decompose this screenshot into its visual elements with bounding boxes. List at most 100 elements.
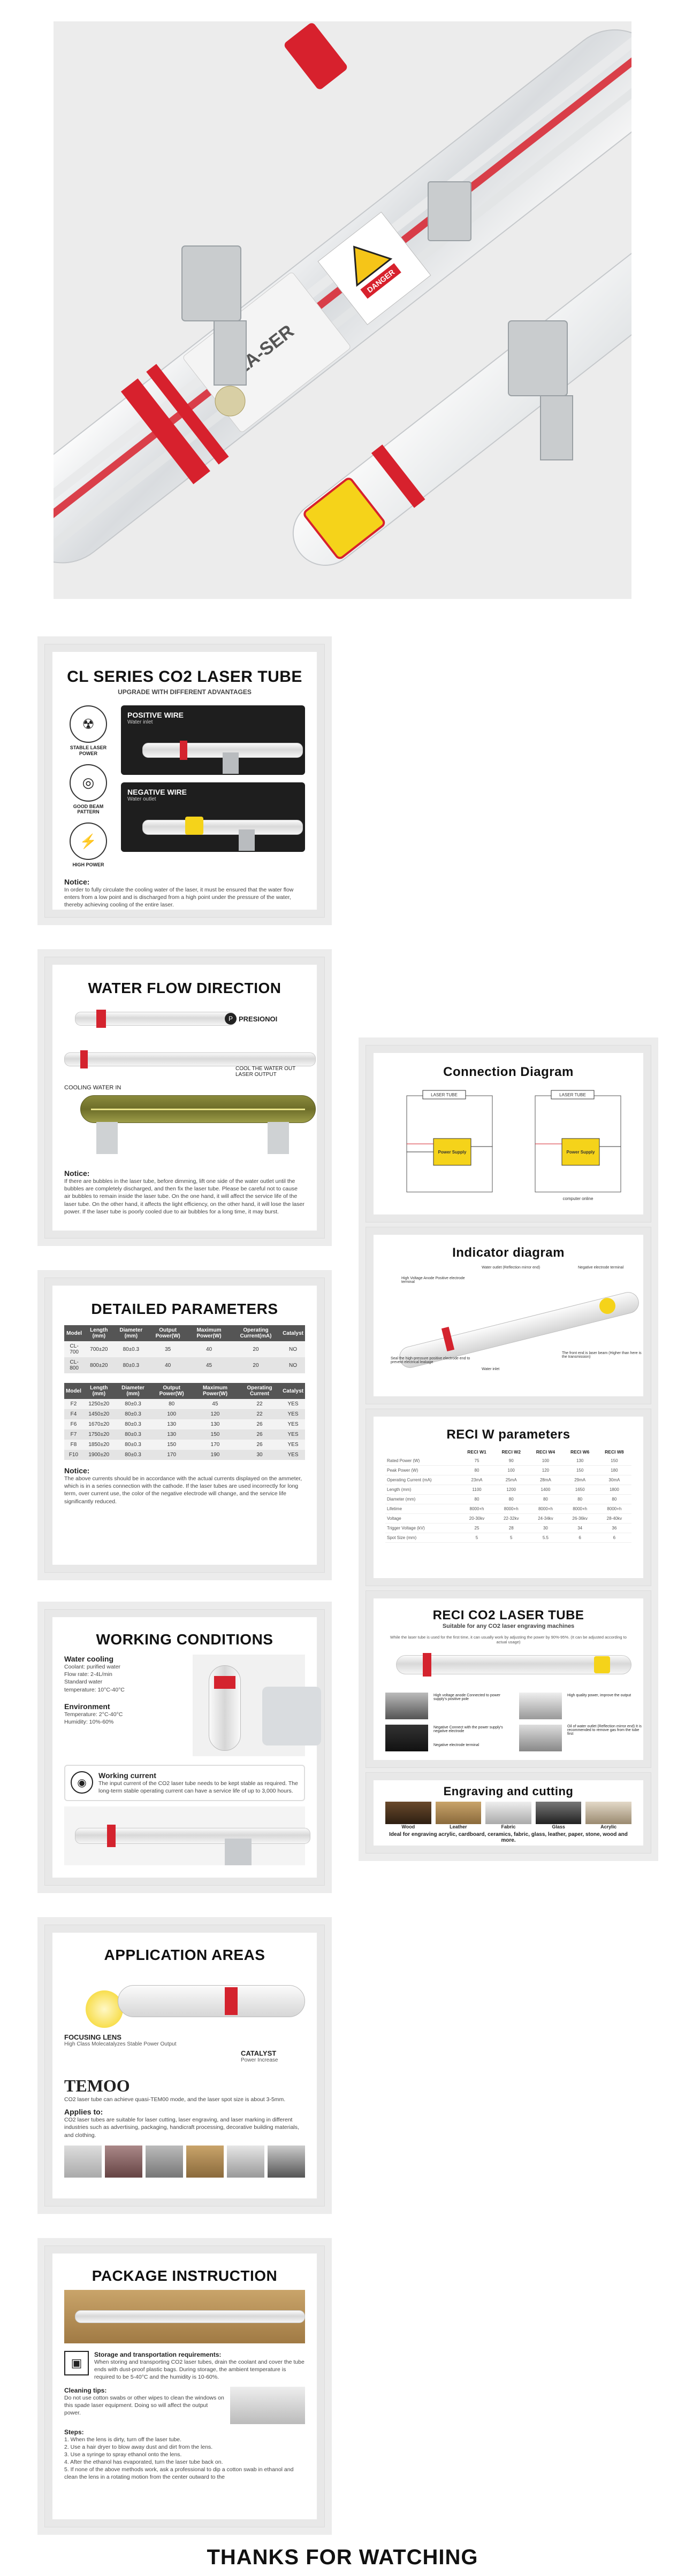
- cleaning-text: Do not use cotton swabs or other wipes t…: [64, 2394, 224, 2416]
- laser-tube-label: LASER TUBE: [431, 1093, 458, 1097]
- table-header: Length (mm): [82, 1383, 115, 1399]
- box-icon: ▣: [64, 2351, 89, 2375]
- table-cell: YES: [281, 1409, 305, 1419]
- step-line: 3. Use a syringe to spray ethanol onto t…: [64, 2451, 182, 2458]
- table-cell: 1100: [459, 1485, 494, 1495]
- table-cell: 25mA: [494, 1475, 529, 1485]
- table-cell: 1670±20: [82, 1419, 115, 1429]
- table-header: Maximum Power(W): [187, 1325, 231, 1341]
- power-supply-label: Power Supply: [567, 1150, 595, 1155]
- step-line: 4. After the ethanol has evaporated, tur…: [64, 2459, 223, 2466]
- table-cell: YES: [281, 1419, 305, 1429]
- reci-tube-label: Negative Connect with the power supply's…: [433, 1726, 503, 1733]
- table-cell: 8000+h: [494, 1504, 529, 1514]
- water-flow-title: WATER FLOW DIRECTION: [88, 980, 281, 996]
- table-cell: 23mA: [459, 1475, 494, 1485]
- current-icon: ◉: [71, 1771, 93, 1794]
- working-current-title: Working current: [98, 1771, 156, 1780]
- reci-detail-image: [385, 1693, 428, 1719]
- table-cell: 1650: [562, 1485, 597, 1495]
- table-cell: 80: [151, 1399, 193, 1409]
- steps-title: Steps:: [64, 2428, 84, 2436]
- reci-tube-label: Oil of water outlet (Reflection mirror e…: [567, 1725, 642, 1736]
- table-cell: 80: [597, 1494, 631, 1504]
- water-line: temperature: 10°C-40°C: [64, 1686, 125, 1693]
- table-cell: 25: [459, 1523, 494, 1533]
- table-cell: CL-800: [64, 1357, 85, 1373]
- table-header: RECI W6: [570, 1449, 590, 1455]
- table-cell: Operating Current (mA): [385, 1475, 460, 1485]
- table-cell: 6: [597, 1533, 631, 1543]
- table-cell: 26-36kv: [562, 1513, 597, 1524]
- table-header: Diameter (mm): [113, 1325, 149, 1341]
- table-cell: 80±0.3: [115, 1419, 151, 1429]
- table-cell: NO: [281, 1341, 305, 1357]
- table-header: Operating Current: [238, 1383, 281, 1399]
- reci-tube-card: RECI CO2 LASER TUBE Suitable for any CO2…: [366, 1591, 651, 1767]
- package-box-image: [64, 2290, 305, 2343]
- table-cell: F10: [64, 1450, 83, 1460]
- table-cell: 130: [151, 1429, 193, 1440]
- table-cell: 80±0.3: [115, 1429, 151, 1440]
- reci-detail-image: [519, 1725, 562, 1751]
- reci-tube-title: RECI CO2 LASER TUBE: [432, 1608, 584, 1623]
- table-cell: 22: [238, 1409, 281, 1419]
- table-cell: 6: [562, 1533, 597, 1543]
- sample-image: [268, 2145, 305, 2178]
- material-label: Leather: [450, 1824, 467, 1829]
- working-current-box: ◉ Working current The input current of t…: [64, 1765, 305, 1802]
- table-cell: 800±20: [84, 1357, 114, 1373]
- water-cooling-title: Water cooling: [64, 1655, 114, 1663]
- table-cell: 8000+h: [459, 1504, 494, 1514]
- table-cell: 180: [597, 1465, 631, 1475]
- material-item: Glass: [535, 1802, 582, 1829]
- water-line: Standard water: [64, 1679, 103, 1686]
- table-cell: YES: [281, 1399, 305, 1409]
- table-cell: 8000+h: [562, 1504, 597, 1514]
- applies-text: CO2 laser tubes are suitable for laser c…: [64, 2117, 299, 2139]
- table-cell: YES: [281, 1450, 305, 1460]
- table-cell: 45: [192, 1399, 238, 1409]
- cl-notice-text: In order to fully circulate the cooling …: [64, 886, 294, 909]
- table-header: [385, 1448, 460, 1456]
- table-cell: 700±20: [84, 1341, 114, 1357]
- table-cell: 5: [459, 1533, 494, 1543]
- cl-series-subtitle: UPGRADE WITH DIFFERENT ADVANTAGES: [118, 688, 252, 696]
- positive-wire-box: POSITIVE WIRE Water inlet: [121, 705, 305, 775]
- material-item: Leather: [435, 1802, 482, 1829]
- table-cell: 20-30kv: [459, 1513, 494, 1524]
- table-cell: 1200: [494, 1485, 529, 1495]
- power-supply-label: Power Supply: [438, 1150, 467, 1155]
- working-tube-bottom: [64, 1806, 310, 1866]
- working-current-text: The input current of the CO2 laser tube …: [98, 1780, 298, 1795]
- applies-title: Applies to:: [64, 2108, 103, 2117]
- table-cell: 26: [238, 1419, 281, 1429]
- table-cell: Diameter (mm): [385, 1494, 460, 1504]
- table-cell: 130: [151, 1419, 193, 1429]
- table-cell: 150: [192, 1429, 238, 1440]
- table-cell: 28-40kv: [597, 1513, 631, 1524]
- sample-image: [64, 2145, 102, 2178]
- table-cell: 80±0.3: [113, 1341, 149, 1357]
- table-cell: 1800: [597, 1485, 631, 1495]
- storage-title: Storage and transportation requirements:: [94, 2351, 222, 2358]
- feature-item: ◎ GOOD BEAM PATTERN: [64, 764, 112, 816]
- table-cell: 1900±20: [82, 1450, 115, 1460]
- table-cell: 29mA: [562, 1475, 597, 1485]
- footer-text: THANKS FOR WATCHING: [207, 2546, 478, 2569]
- table-cell: 22: [238, 1399, 281, 1409]
- parameters-notice-title: Notice:: [64, 1466, 90, 1475]
- table-cell: 120: [192, 1409, 238, 1419]
- storage-text: When storing and transporting CO2 laser …: [94, 2359, 305, 2381]
- table-cell: 80: [494, 1494, 529, 1504]
- temoo-heading: TEMOO: [64, 2076, 130, 2095]
